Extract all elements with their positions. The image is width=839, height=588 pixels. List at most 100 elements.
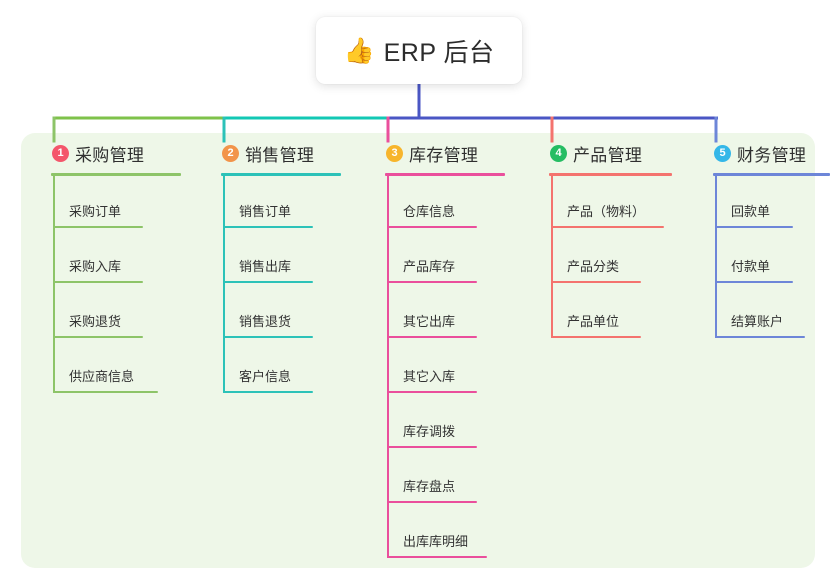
branch-title-3: 库存管理 (409, 145, 479, 165)
branch-item[interactable]: 其它出库 (369, 283, 524, 338)
branch-item-label: 其它出库 (403, 314, 456, 329)
branch-item-rule (223, 226, 313, 228)
branch-item-label: 回款单 (731, 204, 771, 219)
branch-item-label: 客户信息 (239, 369, 292, 384)
branch-item[interactable]: 产品库存 (369, 228, 524, 283)
branch-column-1: 1 采购管理采购订单采购入库采购退货供应商信息 (35, 133, 185, 393)
branch-item-label: 库存调拨 (403, 424, 456, 439)
branch-item-rule (53, 336, 143, 338)
branch-item[interactable]: 采购入库 (35, 228, 185, 283)
branch-item-label: 产品（物料） (567, 204, 646, 219)
branch-item-rule (387, 226, 477, 228)
branch-item[interactable]: 回款单 (697, 173, 839, 228)
branch-header-rule-5 (713, 173, 830, 176)
branch-item[interactable]: 其它入库 (369, 338, 524, 393)
branch-item[interactable]: 出库库明细 (369, 503, 524, 558)
branch-item-label: 出库库明细 (403, 534, 469, 549)
branch-item[interactable]: 产品（物料） (533, 173, 693, 228)
branch-header-rule-2 (221, 173, 341, 176)
branch-item-label: 采购入库 (69, 259, 122, 274)
branch-item[interactable]: 结算账户 (697, 283, 839, 338)
branch-item-label: 仓库信息 (403, 204, 456, 219)
branch-item[interactable]: 产品单位 (533, 283, 693, 338)
branch-item-list-2: 销售订单销售出库销售退货客户信息 (205, 173, 355, 393)
branch-title-5: 财务管理 (737, 145, 807, 165)
branch-item-label: 销售出库 (239, 259, 292, 274)
branch-item-rule (387, 391, 477, 393)
branch-stem-3 (387, 173, 389, 558)
branch-item-label: 产品单位 (567, 314, 620, 329)
branch-number-badge-1: 1 (52, 144, 69, 162)
branch-item-rule (551, 226, 664, 228)
branch-item-rule (223, 391, 313, 393)
branch-item[interactable]: 销售订单 (205, 173, 355, 228)
diagram-background-panel (21, 133, 815, 568)
branch-stem-5 (715, 173, 717, 338)
branch-stem-1 (53, 173, 55, 393)
branch-item-label: 产品分类 (567, 259, 620, 274)
branch-item[interactable]: 销售退货 (205, 283, 355, 338)
branch-item-rule (223, 281, 313, 283)
branch-item-list-5: 回款单付款单结算账户 (697, 173, 839, 338)
branch-columns: 1 采购管理采购订单采购入库采购退货供应商信息 2 销售管理销售订单销售出库销售退货客… (21, 133, 830, 568)
branch-item[interactable]: 供应商信息 (35, 338, 185, 393)
branch-item-rule (387, 501, 477, 503)
root-node-erp-backend[interactable]: 👍 ERP 后台 (316, 17, 522, 84)
branch-number-badge-2: 2 (222, 144, 239, 162)
branch-title-4: 产品管理 (573, 145, 643, 165)
branch-stem-4 (551, 173, 553, 338)
branch-item-label: 采购订单 (69, 204, 122, 219)
branch-item-label: 供应商信息 (69, 369, 135, 384)
branch-item-rule (387, 336, 477, 338)
branch-item-rule (387, 281, 477, 283)
branch-title-2: 销售管理 (245, 145, 315, 165)
branch-stem-2 (223, 173, 225, 393)
branch-item-label: 付款单 (731, 259, 771, 274)
branch-item-rule (715, 226, 793, 228)
branch-number-badge-5: 5 (714, 144, 731, 162)
branch-header-1[interactable]: 1 采购管理 (35, 133, 185, 173)
branch-item-label: 结算账户 (731, 314, 784, 329)
branch-item-rule (715, 336, 805, 338)
branch-header-rule-3 (385, 173, 505, 176)
branch-item[interactable]: 产品分类 (533, 228, 693, 283)
branch-column-3: 3 库存管理仓库信息产品库存其它出库其它入库库存调拨库存盘点出库库明细 (369, 133, 524, 558)
branch-item[interactable]: 库存盘点 (369, 448, 524, 503)
branch-item-rule (387, 446, 477, 448)
branch-header-2[interactable]: 2 销售管理 (205, 133, 355, 173)
branch-title-1: 采购管理 (75, 145, 145, 165)
branch-item-label: 产品库存 (403, 259, 456, 274)
branch-item-list-3: 仓库信息产品库存其它出库其它入库库存调拨库存盘点出库库明细 (369, 173, 524, 558)
branch-column-5: 5 财务管理回款单付款单结算账户 (697, 133, 839, 338)
branch-header-4[interactable]: 4 产品管理 (533, 133, 693, 173)
branch-item[interactable]: 销售出库 (205, 228, 355, 283)
branch-header-rule-1 (51, 173, 181, 176)
branch-number-badge-4: 4 (550, 144, 567, 162)
branch-header-5[interactable]: 5 财务管理 (697, 133, 839, 173)
branch-header-rule-4 (549, 173, 672, 176)
branch-item-rule (223, 336, 313, 338)
branch-item-list-1: 采购订单采购入库采购退货供应商信息 (35, 173, 185, 393)
branch-item[interactable]: 采购订单 (35, 173, 185, 228)
thumbs-up-icon: 👍 (343, 37, 375, 65)
branch-column-2: 2 销售管理销售订单销售出库销售退货客户信息 (205, 133, 355, 393)
branch-item-rule (387, 556, 487, 558)
branch-item[interactable]: 付款单 (697, 228, 839, 283)
branch-item-label: 销售订单 (239, 204, 292, 219)
branch-number-badge-3: 3 (386, 144, 403, 162)
branch-item-rule (53, 391, 158, 393)
branch-item-label: 销售退货 (239, 314, 292, 329)
root-node-title: ERP 后台 (383, 38, 495, 67)
branch-item-rule (53, 281, 143, 283)
branch-header-3[interactable]: 3 库存管理 (369, 133, 524, 173)
branch-item[interactable]: 采购退货 (35, 283, 185, 338)
branch-column-4: 4 产品管理产品（物料） 产品分类产品单位 (533, 133, 693, 338)
branch-item[interactable]: 仓库信息 (369, 173, 524, 228)
branch-item-label: 采购退货 (69, 314, 122, 329)
branch-item[interactable]: 库存调拨 (369, 393, 524, 448)
branch-item-rule (53, 226, 143, 228)
branch-item-label: 其它入库 (403, 369, 456, 384)
branch-item-rule (551, 281, 641, 283)
branch-item[interactable]: 客户信息 (205, 338, 355, 393)
